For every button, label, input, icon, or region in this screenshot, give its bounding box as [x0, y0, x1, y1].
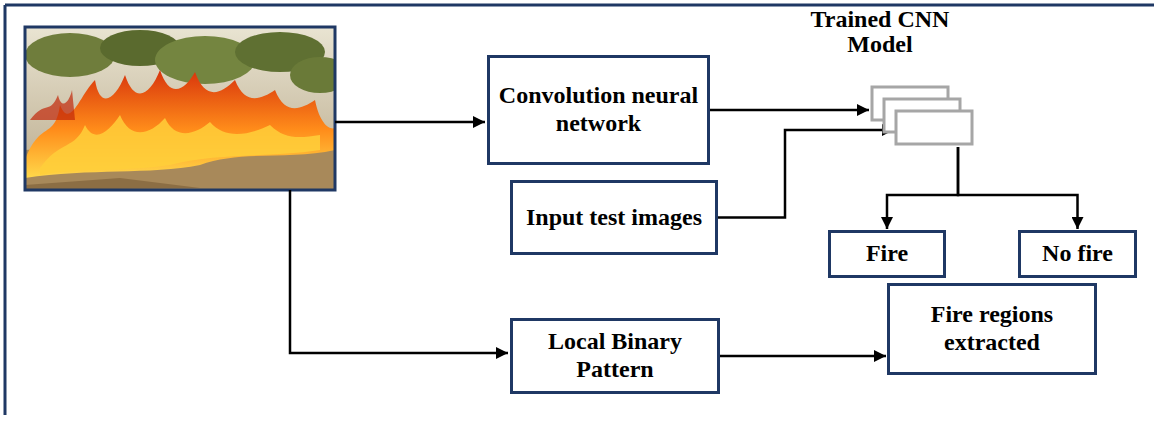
frame-top — [5, 4, 1154, 7]
flow-arrow — [710, 109, 869, 112]
node-label: Trained CNN Model — [800, 7, 960, 57]
flow-arrow — [887, 147, 958, 229]
photo-sky — [25, 27, 335, 190]
photo-arrow — [290, 190, 508, 353]
photo-arrow — [335, 121, 485, 124]
node-label: Fire regions extracted — [898, 301, 1086, 356]
input-box: Input test images — [510, 180, 718, 255]
stack-shape — [870, 85, 975, 147]
node-label: No fire — [1042, 240, 1113, 268]
flames — [25, 70, 335, 178]
frame-lines — [5, 5, 1154, 415]
node-label: Fire — [866, 240, 908, 268]
flow-arrow — [718, 130, 894, 218]
process-box: Convolution neural network — [487, 55, 710, 165]
output-box: No fire — [1018, 230, 1137, 278]
output-box: Fire — [828, 230, 946, 278]
process-box: Local Binary Pattern — [510, 318, 720, 394]
output-box: Fire regions extracted — [887, 283, 1097, 375]
flow-arrow — [958, 147, 1078, 229]
ground-shadow — [25, 178, 200, 190]
flow-arrow — [720, 355, 886, 358]
stack-layer — [896, 111, 972, 144]
fire-photo — [25, 27, 335, 190]
flame-core — [40, 115, 320, 175]
model-stack: Trained CNN Model — [870, 85, 975, 147]
bush — [25, 33, 115, 77]
node-label: Local Binary Pattern — [521, 328, 709, 383]
photo-border — [25, 27, 335, 190]
node-label: Convolution neural network — [498, 82, 699, 137]
node-label: Input test images — [526, 204, 702, 232]
flame-edge — [30, 90, 75, 120]
bush — [290, 57, 335, 93]
frame-left — [4, 5, 7, 415]
